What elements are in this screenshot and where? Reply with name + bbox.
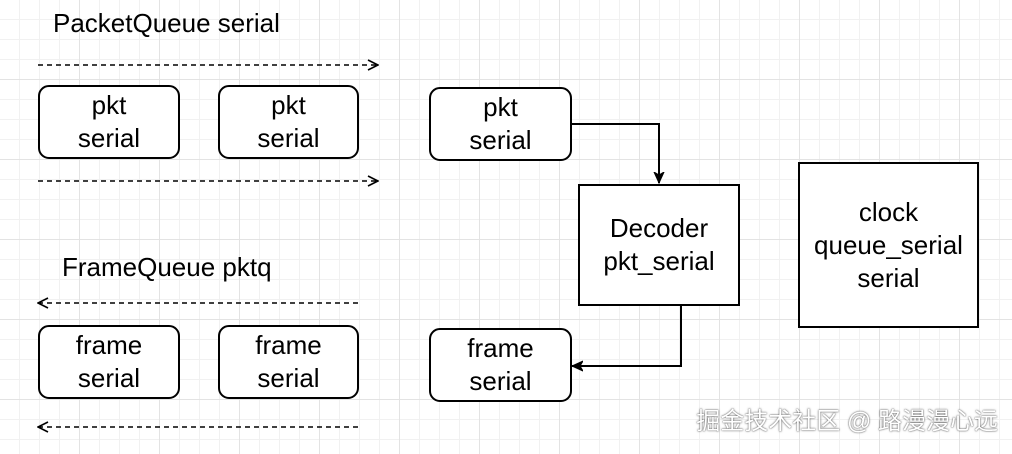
current-frame-label: frame [467,333,534,363]
frame-node-serial: serial [257,363,320,393]
packet-node-label: pkt [91,90,127,120]
packet-queue-node-2: pkt serial [218,85,359,159]
current-frame-serial: serial [469,366,532,396]
clock-serial: serial [857,262,920,293]
packet-node-label: pkt [271,90,306,120]
packet-node-serial: serial [257,123,320,153]
packet-node-serial: serial [77,123,141,153]
decoder-node: Decoder pkt_serial [578,184,740,306]
frame-queue-node-2: frame serial [218,325,359,399]
frame-node-label: frame [255,330,322,360]
clock-node: clock queue_serial serial [798,162,979,328]
clock-queue-serial: queue_serial [814,229,963,260]
decoder-to-frame-arrow [572,306,682,366]
watermark: 掘金技术社区 @ 路漫漫心远 [696,408,998,435]
current-packet-node: pkt serial [429,87,572,161]
frame-node-serial: serial [77,363,141,393]
clock-label: clock [858,196,919,227]
frame-queue-node-1: frame serial [38,325,180,399]
packet-queue-title: PacketQueue serial [53,8,280,38]
frame-node-label: frame [75,330,143,360]
decoder-label: Decoder [609,213,709,243]
current-frame-node: frame serial [429,328,572,402]
frame-queue-title: FrameQueue pktq [62,252,272,282]
pkt-to-decoder-arrow [571,123,659,183]
decoder-pkt-serial: pkt_serial [603,246,715,276]
packet-queue-node-1: pkt serial [38,85,180,159]
current-packet-label: pkt [483,92,518,122]
current-packet-serial: serial [469,125,532,155]
